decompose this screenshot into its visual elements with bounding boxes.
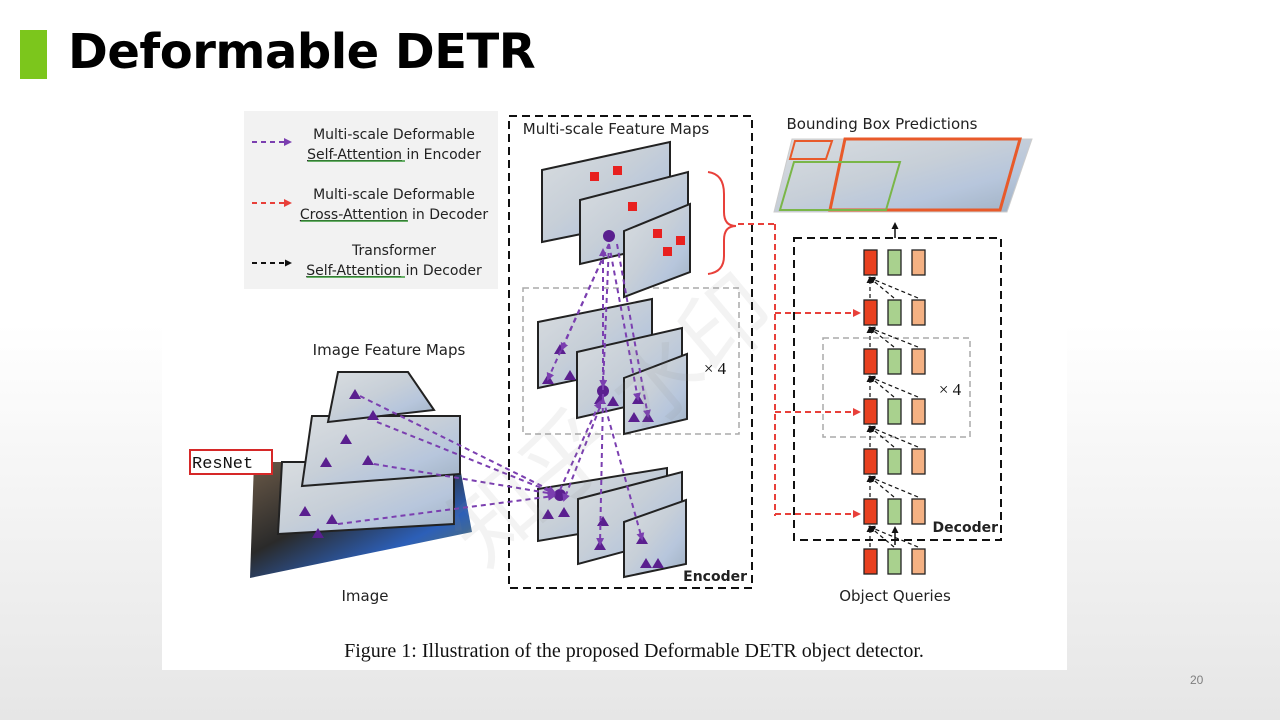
query-token — [887, 249, 902, 276]
sampling-point — [613, 166, 622, 175]
resnet-border — [189, 449, 273, 475]
object-queries-label: Object Queries — [839, 587, 951, 605]
resnet-box: ResNet — [189, 449, 273, 475]
self-attention-arrow — [868, 525, 919, 548]
legend-item-encoder-self-attention: Multi-scale Deformable Self-Attention in… — [252, 127, 481, 163]
legend-line2: Self-Attention in Decoder — [306, 263, 482, 279]
figure-caption: Figure 1: Illustration of the proposed D… — [344, 640, 924, 662]
predicted-box — [828, 137, 1022, 212]
encoder-repeat-label: × 4 — [704, 359, 727, 378]
slide-title: Deformable DETR — [68, 24, 536, 80]
feature-map-stack-output — [541, 140, 691, 299]
image-feature-maps-label: Image Feature Maps — [313, 341, 466, 359]
bounding-box-predictions: Bounding Box Predictions — [773, 115, 1033, 213]
query-token — [863, 398, 878, 425]
decoder-repeat-label: × 4 — [939, 380, 962, 399]
query-token — [887, 398, 902, 425]
query-token — [911, 448, 926, 475]
title-accent-bar — [20, 30, 47, 79]
image-label: Image — [342, 587, 389, 605]
query-token — [863, 548, 878, 575]
self-attention-arrow — [868, 276, 895, 299]
sampling-point — [590, 172, 599, 181]
legend-line1: Multi-scale Deformable — [313, 127, 475, 143]
figure-svg: Multi-scale Deformable Self-Attention in… — [189, 111, 1033, 662]
query-token — [887, 548, 902, 575]
self-attention-arrow — [868, 525, 895, 548]
self-attention-arrow — [868, 425, 919, 448]
bounding-box-predictions-label: Bounding Box Predictions — [787, 115, 978, 133]
query-token — [911, 548, 926, 575]
query-token — [887, 348, 902, 375]
self-attention-arrow — [868, 475, 895, 498]
encoder-dashed-border — [508, 115, 753, 589]
image-feature-maps: Image Feature Maps Image — [250, 341, 556, 605]
legend-line1: Multi-scale Deformable — [313, 187, 475, 203]
predicted-box — [778, 161, 902, 211]
legend-line1: Transformer — [351, 243, 436, 259]
encoder-block: Multi-scale Feature Maps Encoder × 4 — [508, 115, 753, 589]
decoder-block: Decoder × 4 Object Queries — [793, 222, 1002, 605]
self-attention-arrow — [868, 475, 919, 498]
sampling-point — [663, 247, 672, 256]
multiscale-feature-maps-label: Multi-scale Feature Maps — [523, 120, 710, 138]
image-attention-arrows — [337, 395, 556, 525]
encoder-attention-arrows — [546, 243, 651, 546]
legend-line2: Cross-Attention in Decoder — [300, 207, 489, 223]
query-token — [863, 299, 878, 326]
legend-item-decoder-cross-attention: Multi-scale Deformable Cross-Attention i… — [252, 187, 488, 223]
resnet-label: ResNet — [192, 455, 253, 474]
page-number: 20 — [1190, 673, 1204, 687]
object-queries — [863, 548, 926, 575]
sampling-point — [653, 229, 662, 238]
query-token — [911, 299, 926, 326]
self-attention-arrow — [868, 326, 895, 348]
query-token — [911, 249, 926, 276]
query-token — [887, 299, 902, 326]
legend-line2: Self-Attention in Encoder — [307, 147, 481, 163]
query-token — [887, 498, 902, 525]
query-token — [911, 398, 926, 425]
query-token — [887, 448, 902, 475]
predicted-box — [788, 140, 834, 160]
reference-point — [603, 230, 615, 242]
decoder-label: Decoder — [933, 520, 999, 536]
self-attention-arrow — [868, 276, 919, 299]
query-token — [863, 348, 878, 375]
query-token — [863, 498, 878, 525]
query-token — [911, 348, 926, 375]
self-attention-arrow — [868, 375, 919, 398]
feature-maps-brace — [707, 171, 737, 275]
cross-attention-arrows — [775, 309, 861, 518]
encoder-label: Encoder — [683, 569, 747, 585]
sampling-point — [628, 202, 637, 211]
legend: Multi-scale Deformable Self-Attention in… — [244, 111, 498, 289]
deformable-detr-figure: Multi-scale Deformable Self-Attention in… — [162, 104, 1067, 670]
legend-item-decoder-self-attention: Transformer Self-Attention in Decoder — [252, 243, 482, 279]
self-attention-arrow — [868, 425, 895, 448]
query-token — [863, 249, 878, 276]
self-attention-arrow — [868, 375, 895, 398]
self-attention-arrow — [868, 326, 919, 348]
decoder-dashed-border — [793, 237, 1002, 541]
encoder-repeat-box — [522, 287, 740, 435]
sampling-point — [676, 236, 685, 245]
query-token — [911, 498, 926, 525]
decoder-query-rows — [863, 249, 926, 548]
query-token — [863, 448, 878, 475]
